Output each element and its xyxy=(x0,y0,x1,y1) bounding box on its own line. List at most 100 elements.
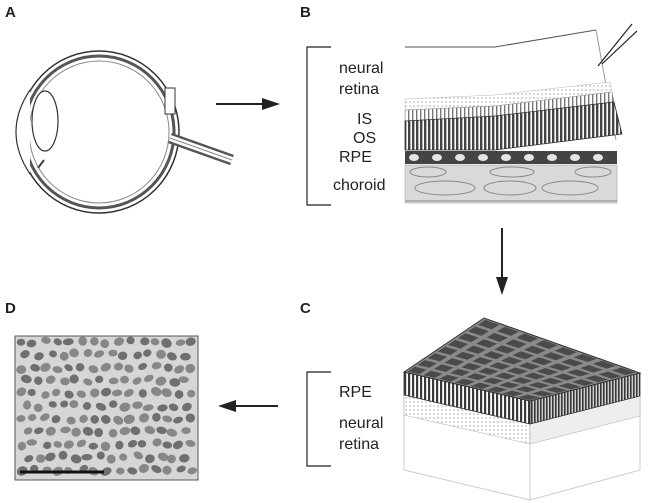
rpe-tile xyxy=(489,362,511,370)
nucleus xyxy=(16,415,26,423)
rpe-tile xyxy=(478,319,500,330)
nucleus xyxy=(16,338,26,346)
label-c-neural-retina-line2: retina xyxy=(339,436,379,453)
nucleus xyxy=(167,454,176,464)
rpe-tile xyxy=(437,346,458,355)
nucleus xyxy=(51,415,61,424)
nucleus xyxy=(108,377,119,385)
rpe-tile xyxy=(427,353,448,362)
nucleus xyxy=(133,451,144,460)
arrow-c-to-d xyxy=(218,400,278,412)
nucleus xyxy=(45,375,56,384)
rpe-tile xyxy=(516,333,539,343)
nucleus xyxy=(62,338,74,346)
rpe-tile xyxy=(476,339,497,348)
nucleus xyxy=(88,365,99,374)
rpe-tile xyxy=(566,369,590,377)
nucleus xyxy=(173,416,184,424)
nucleus xyxy=(132,377,142,385)
panel-letter-d: D xyxy=(5,300,16,317)
rpe-tile xyxy=(447,340,469,349)
nucleus xyxy=(137,440,147,448)
nucleus xyxy=(140,337,150,346)
rpe-tile xyxy=(528,382,550,389)
nucleus xyxy=(169,378,181,387)
rpe-tile xyxy=(511,377,533,384)
nucleus xyxy=(33,403,43,413)
nucleus xyxy=(41,336,51,344)
nucleus xyxy=(157,452,169,462)
nucleus xyxy=(52,366,63,374)
nucleus xyxy=(69,374,79,384)
nucleus xyxy=(138,389,147,398)
nucleus xyxy=(139,413,150,423)
nucleus xyxy=(152,438,162,447)
rpe-tile xyxy=(461,362,482,371)
label-rpe: RPE xyxy=(339,149,372,166)
rpe-micrograph xyxy=(14,335,199,481)
rpe-tile xyxy=(497,326,519,336)
nucleus xyxy=(113,337,125,346)
nucleus xyxy=(166,428,178,437)
rpe-tile xyxy=(554,347,578,356)
nucleus xyxy=(64,364,73,372)
nucleus xyxy=(119,402,131,412)
nucleus xyxy=(53,338,62,346)
nucleus xyxy=(119,426,131,436)
nucleus xyxy=(16,365,27,375)
nucleus xyxy=(90,337,99,346)
nucleus xyxy=(156,426,167,434)
eye-illustration xyxy=(15,50,234,214)
rpe-tile xyxy=(561,358,584,367)
nucleus xyxy=(123,388,134,398)
rpe-tile xyxy=(536,368,559,376)
rpe-tile xyxy=(434,364,454,372)
rpe-tile xyxy=(423,370,443,378)
nucleus xyxy=(100,441,111,452)
nucleus xyxy=(111,389,123,397)
nucleus xyxy=(172,440,184,450)
nucleus xyxy=(34,427,44,435)
nucleus xyxy=(162,415,173,423)
nucleus xyxy=(166,352,177,361)
rpe-tile xyxy=(541,377,564,385)
nucleus xyxy=(82,426,94,436)
rpe-tile xyxy=(506,367,528,375)
nucleus xyxy=(41,391,50,399)
nucleus xyxy=(109,400,118,408)
nucleus xyxy=(130,426,141,436)
rpe-tile xyxy=(439,374,459,382)
rpe-tile xyxy=(502,390,524,397)
nucleus xyxy=(138,463,149,473)
nucleus xyxy=(59,351,69,361)
nucleus xyxy=(144,426,156,435)
rpe-tile xyxy=(494,345,516,354)
rpe-tile xyxy=(571,379,595,386)
nucleus xyxy=(127,440,138,448)
nucleus xyxy=(174,365,185,374)
nucleus xyxy=(117,351,128,361)
rpe-tile xyxy=(505,339,527,349)
nucleus xyxy=(178,376,189,383)
nucleus xyxy=(161,388,172,398)
rpe-tile xyxy=(515,386,537,393)
rpe-tile xyxy=(518,394,540,400)
nucleus xyxy=(100,414,111,424)
nucleus xyxy=(124,364,134,373)
nucleus xyxy=(60,400,69,408)
panel-letter-c: C xyxy=(300,300,311,317)
nucleus xyxy=(34,352,44,361)
rpe-tile xyxy=(545,386,567,393)
nucleus xyxy=(70,454,82,464)
nucleus xyxy=(39,413,50,421)
rpe-tile xyxy=(486,386,508,393)
rpe-tile xyxy=(486,333,508,342)
nucleus xyxy=(176,465,186,473)
nucleus xyxy=(52,388,61,397)
label-c-rpe: RPE xyxy=(339,384,372,401)
nucleus xyxy=(36,454,46,463)
rpe-tile xyxy=(585,375,608,383)
rpe-tile xyxy=(500,356,523,365)
rpe-tile xyxy=(598,371,622,379)
rpe-tile xyxy=(523,372,546,380)
